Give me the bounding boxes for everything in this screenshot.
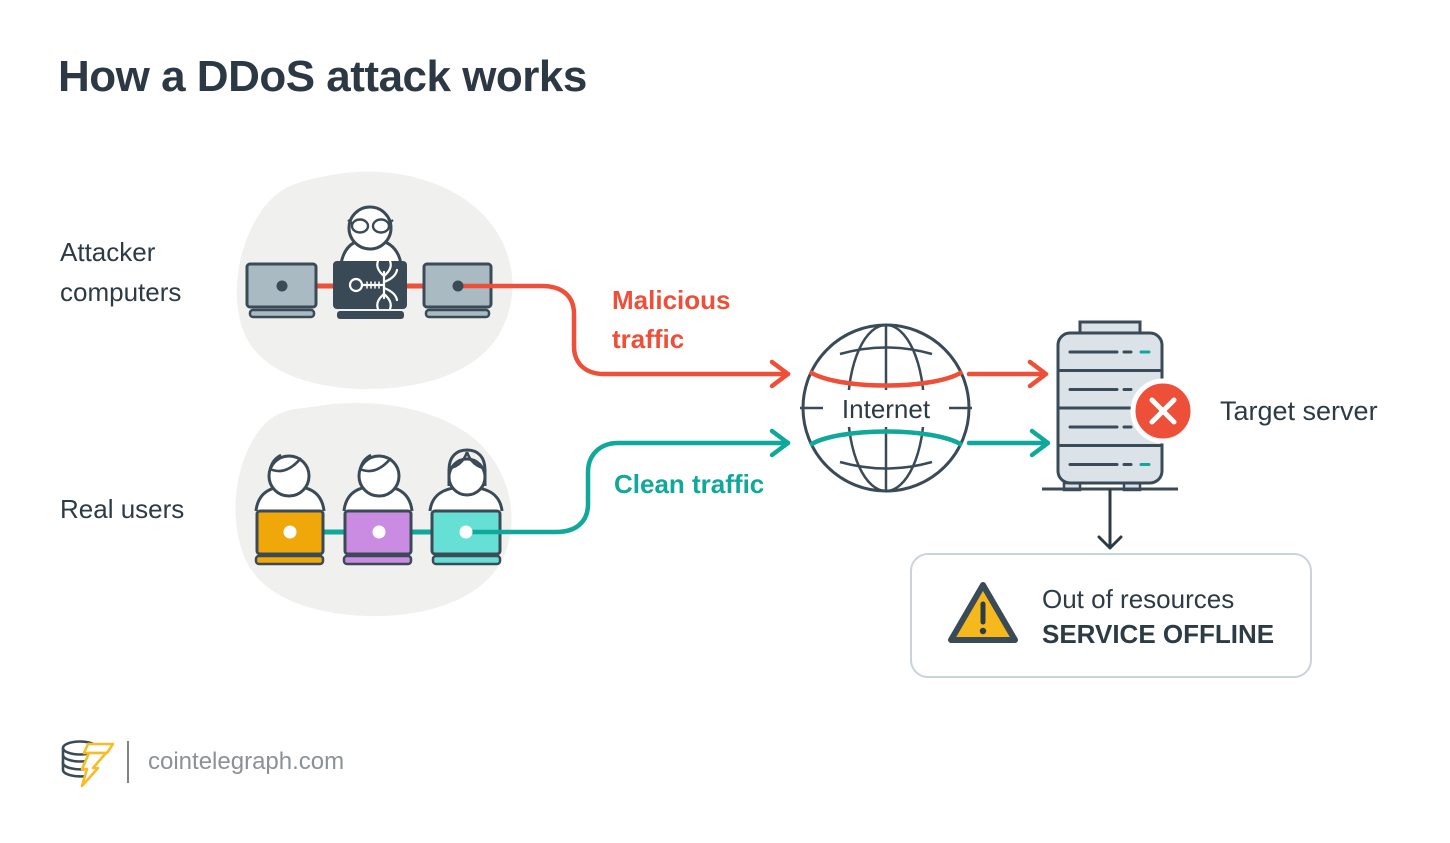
internet-globe-icon	[800, 323, 972, 493]
warning-triangle-icon	[948, 582, 1018, 643]
footer-site-text: cointelegraph.com	[148, 748, 345, 775]
status-line1: Out of resources	[1042, 584, 1235, 614]
page-title: How a DDoS attack works	[58, 52, 587, 101]
laptop-dot	[452, 280, 464, 292]
server-rack-icon	[1042, 320, 1178, 492]
malicious-traffic-arrow	[455, 283, 1049, 389]
hacker-icon	[339, 205, 403, 265]
user3-icon	[428, 448, 504, 512]
attacker-computers-label: Attacker computers	[60, 237, 182, 307]
status-box: Out of resources SERVICE OFFLINE	[910, 553, 1312, 678]
status-line2: SERVICE OFFLINE	[1042, 619, 1275, 649]
real-users-label: Real users	[60, 494, 185, 524]
malicious-curve	[808, 370, 964, 388]
user-laptop-dots	[283, 525, 473, 539]
attacker-laptop-left-icon	[245, 262, 318, 319]
footer-divider	[127, 741, 129, 783]
user2-icon	[342, 453, 414, 512]
internet-label: Internet	[841, 394, 931, 424]
target-server-label: Target server	[1220, 396, 1378, 426]
key-bug-icon	[348, 259, 399, 311]
mask-icon	[347, 218, 394, 234]
clean-traffic-arrow	[463, 428, 1051, 535]
arrowhead	[769, 359, 791, 389]
lightning-t-icon	[80, 742, 115, 788]
cointelegraph-logo	[61, 740, 115, 788]
error-x-icon	[1130, 378, 1196, 444]
down-arrow-icon	[1097, 488, 1123, 550]
attacker-laptop-center-icon	[333, 259, 407, 319]
clean-traffic-label: Clean traffic	[614, 469, 765, 499]
malicious-traffic-label: Malicious traffic	[612, 285, 731, 354]
clean-curve	[808, 429, 964, 447]
user1-icon	[254, 453, 326, 512]
